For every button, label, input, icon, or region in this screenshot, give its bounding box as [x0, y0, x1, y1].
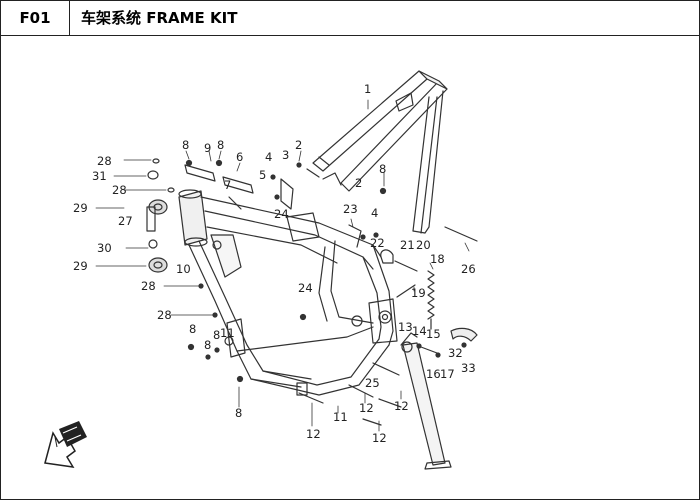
main-frame — [178, 189, 398, 396]
callout-8b: 8 — [217, 138, 224, 152]
callout-21: 21 — [400, 238, 415, 252]
callout-29a: 29 — [73, 201, 88, 215]
callout-11a: 11 — [220, 326, 235, 340]
callout-14: 14 — [412, 324, 427, 338]
callout-9: 9 — [204, 141, 211, 155]
callout-8g: 8 — [235, 406, 242, 420]
header-bar: F01 车架系统 FRAME KIT — [1, 1, 699, 36]
callout-29b: 29 — [73, 259, 88, 273]
callout-28d: 28 — [157, 308, 172, 322]
callout-4a: 4 — [265, 150, 272, 164]
callout-leaders — [95, 99, 470, 432]
callout-8c: 8 — [379, 162, 386, 176]
callout-8f: 8 — [204, 338, 211, 352]
callout-26: 26 — [461, 262, 476, 276]
frame-kit-exploded-view: 1 2 2 3 4 4 5 6 7 8 8 8 8 8 8 8 9 10 11 … — [44, 70, 478, 470]
section-code: F01 — [1, 1, 70, 35]
side-stand — [400, 332, 452, 470]
callout-28a: 28 — [97, 154, 112, 168]
callout-18: 18 — [430, 252, 445, 266]
callout-12b: 12 — [359, 401, 374, 415]
callout-16: 16 — [426, 367, 441, 381]
callout-24b: 24 — [298, 281, 313, 295]
callout-4b: 4 — [371, 206, 378, 220]
callout-8a: 8 — [182, 138, 189, 152]
callout-6: 6 — [236, 150, 243, 164]
callout-2b: 2 — [355, 176, 362, 190]
callout-28c: 28 — [141, 279, 156, 293]
callout-10: 10 — [176, 262, 191, 276]
head-bearings — [146, 158, 175, 273]
callout-22: 22 — [370, 236, 385, 250]
callout-8e: 8 — [213, 328, 220, 342]
callout-labels: 1 2 2 3 4 4 5 6 7 8 8 8 8 8 8 8 9 10 11 … — [73, 82, 476, 445]
callout-30: 30 — [97, 241, 112, 255]
direction-arrow-icon — [44, 421, 87, 468]
callout-17: 17 — [440, 367, 455, 381]
callout-15: 15 — [426, 327, 441, 341]
bracket-32 — [450, 327, 478, 342]
callout-3: 3 — [282, 148, 289, 162]
callout-12a: 12 — [306, 427, 321, 441]
callout-24a: 24 — [274, 207, 289, 221]
callout-32: 32 — [448, 346, 463, 360]
callout-28b: 28 — [112, 183, 127, 197]
callout-12c: 12 — [394, 399, 409, 413]
rear-subframe — [306, 70, 448, 234]
small-brackets — [184, 164, 478, 426]
callout-19: 19 — [411, 286, 426, 300]
callout-20: 20 — [416, 238, 431, 252]
section-title: 车架系统 FRAME KIT — [81, 9, 238, 27]
callout-25: 25 — [365, 376, 380, 390]
callout-2a: 2 — [295, 138, 302, 152]
callout-8d: 8 — [189, 322, 196, 336]
callout-12d: 12 — [372, 431, 387, 445]
callout-27: 27 — [118, 214, 133, 228]
callout-11b: 11 — [333, 410, 348, 424]
callout-23: 23 — [343, 202, 358, 216]
callout-13: 13 — [398, 320, 413, 334]
callout-1: 1 — [364, 82, 371, 96]
callout-33: 33 — [461, 361, 476, 375]
callout-7: 7 — [224, 178, 231, 192]
stand-spring — [427, 270, 435, 330]
callout-31: 31 — [92, 169, 107, 183]
fasteners — [185, 159, 467, 383]
callout-5: 5 — [259, 168, 266, 182]
